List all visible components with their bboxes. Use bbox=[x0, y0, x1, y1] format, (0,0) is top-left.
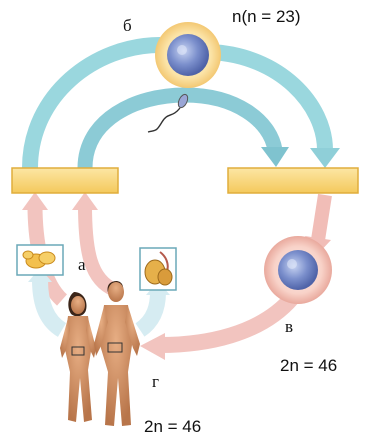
haploid-formula: n(n = 23) bbox=[232, 8, 301, 25]
label-b: б bbox=[123, 17, 132, 34]
label-g: г bbox=[152, 373, 159, 390]
inner-arc-arrow bbox=[85, 95, 289, 168]
female-figure bbox=[60, 292, 96, 422]
diploid-formula-cell: 2n = 46 bbox=[280, 357, 337, 374]
label-v: в bbox=[285, 318, 293, 335]
right-bar bbox=[228, 168, 358, 193]
diploid-formula-humans: 2n = 46 bbox=[144, 418, 201, 435]
egg-cell bbox=[155, 22, 221, 88]
ovary-icon bbox=[17, 245, 63, 275]
testis-icon bbox=[140, 248, 176, 290]
label-a: а bbox=[78, 256, 86, 273]
left-bar bbox=[12, 168, 118, 193]
zygote-cell bbox=[264, 236, 332, 304]
male-figure bbox=[94, 281, 140, 426]
